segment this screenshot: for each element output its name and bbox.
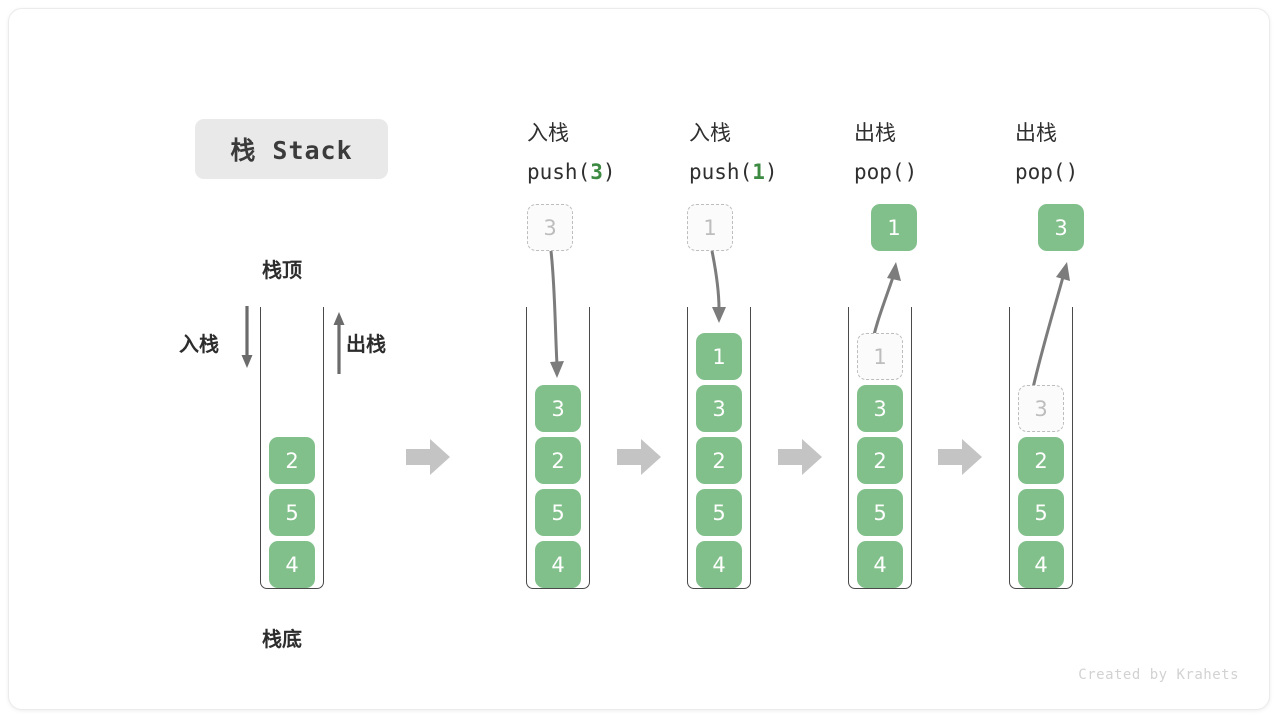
- title-badge: 栈 Stack: [195, 119, 388, 179]
- code-prefix: pop(: [1015, 160, 1066, 184]
- stack-cell: 2: [535, 437, 581, 484]
- stack-walls: [848, 307, 912, 589]
- stack-bottom-label: 栈底: [262, 629, 302, 651]
- code-arg: 1: [752, 160, 765, 184]
- code-prefix: push(: [689, 160, 753, 184]
- pop-3-connector-arrow-icon: [1029, 262, 1070, 398]
- header-code-text: pop(): [1015, 153, 1078, 191]
- code-prefix: pop(: [854, 160, 905, 184]
- stack-cell: 4: [857, 541, 903, 588]
- push-direction-arrow-icon: [241, 306, 253, 368]
- floating-element-pop-1: 1: [871, 204, 917, 251]
- push-3-connector-arrow-icon: [549, 250, 564, 378]
- column-header-pop-3: 出栈 pop(): [1015, 115, 1078, 191]
- stack-walls: [260, 307, 324, 589]
- separator-arrow-icon: [406, 439, 450, 475]
- header-code-text: push(3): [527, 153, 616, 191]
- stack-cell: 3: [535, 385, 581, 432]
- stack-cell: 1: [696, 333, 742, 380]
- push-side-label: 入栈: [179, 334, 219, 356]
- header-cn-text: 出栈: [854, 122, 896, 145]
- stack-cell: 2: [696, 437, 742, 484]
- stack-walls: [1009, 307, 1073, 589]
- separator-arrow-icon: [938, 439, 982, 475]
- code-suffix: ): [602, 160, 616, 184]
- push-1-connector-arrow-icon: [710, 250, 726, 323]
- stack-walls: [687, 307, 751, 589]
- code-suffix: ): [764, 160, 778, 184]
- column-header-pop-1: 出栈 pop(): [854, 115, 917, 191]
- stack-cell: 4: [535, 541, 581, 588]
- stack-cell: 3: [857, 385, 903, 432]
- header-cn-text: 出栈: [1015, 122, 1057, 145]
- stack-cell: 3: [696, 385, 742, 432]
- stack-cell-ghost: 1: [857, 333, 903, 380]
- stack-cell: 5: [269, 489, 315, 536]
- header-cn-text: 入栈: [527, 122, 569, 145]
- footer-credit: Created by Krahets: [1078, 667, 1239, 683]
- stack-cell: 2: [857, 437, 903, 484]
- header-code-text: push(1): [689, 153, 778, 191]
- stack-cell: 5: [857, 489, 903, 536]
- stack-cell: 4: [1018, 541, 1064, 588]
- floating-element-push-3: 3: [527, 204, 573, 251]
- code-arg: 3: [590, 160, 603, 184]
- stack-cell: 2: [1018, 437, 1064, 484]
- stack-cell: 2: [269, 437, 315, 484]
- separator-arrow-icon: [778, 439, 822, 475]
- code-suffix: ): [904, 160, 918, 184]
- header-code-text: pop(): [854, 153, 917, 191]
- stack-cell: 4: [269, 541, 315, 588]
- column-header-push-3: 入栈 push(3): [527, 115, 616, 191]
- code-suffix: ): [1065, 160, 1079, 184]
- pop-direction-arrow-icon: [333, 312, 345, 374]
- floating-element-push-1: 1: [687, 204, 733, 251]
- floating-element-pop-3: 3: [1038, 204, 1084, 251]
- stack-cell: 5: [1018, 489, 1064, 536]
- code-prefix: push(: [527, 160, 591, 184]
- stack-top-label: 栈顶: [262, 260, 302, 282]
- pop-side-label: 出栈: [346, 334, 386, 356]
- stack-cell: 4: [696, 541, 742, 588]
- separator-arrow-icon: [617, 439, 661, 475]
- header-cn-text: 入栈: [689, 122, 731, 145]
- stack-cell: 5: [535, 489, 581, 536]
- stack-cell-ghost: 3: [1018, 385, 1064, 432]
- stack-cell: 5: [696, 489, 742, 536]
- diagram-card: 栈 Stack 栈顶 栈底 入栈 出栈 2 5 4 入栈 push(3) 3 3…: [8, 8, 1270, 710]
- stack-walls: [526, 307, 590, 589]
- column-header-push-1: 入栈 push(1): [689, 115, 778, 191]
